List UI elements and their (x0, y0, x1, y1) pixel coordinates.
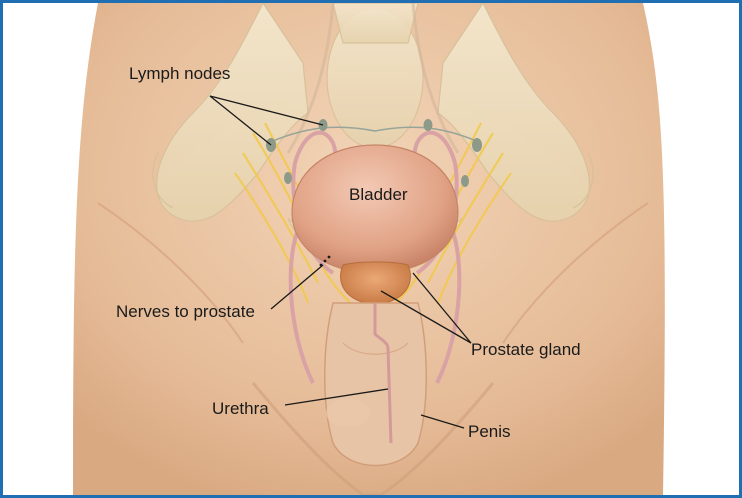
label-bladder: Bladder (349, 186, 408, 203)
label-prostate-gland: Prostate gland (471, 341, 581, 358)
bladder (292, 145, 458, 273)
label-nerves-to-prostate: Nerves to prostate (116, 303, 255, 320)
label-urethra: Urethra (212, 400, 269, 417)
anatomy-illustration (3, 3, 739, 495)
label-lymph-nodes: Lymph nodes (129, 65, 230, 82)
label-penis: Penis (468, 423, 511, 440)
